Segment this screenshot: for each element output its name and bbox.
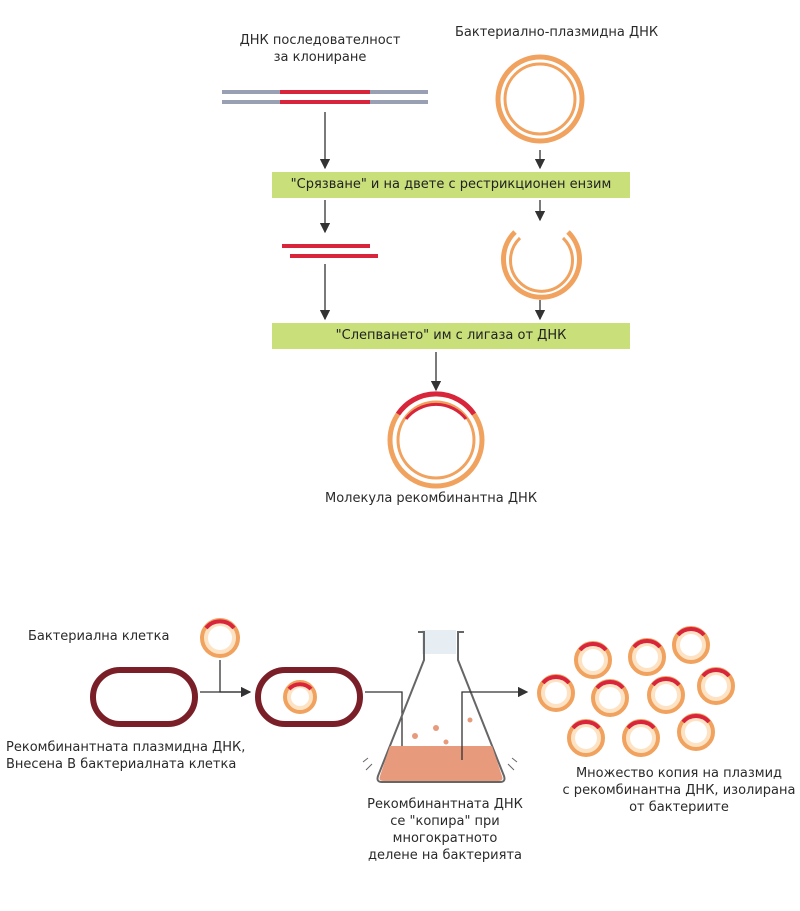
plasmid-copy	[672, 626, 710, 664]
plasmid-copies-label: Множество копия на плазмид с рекомбинант…	[562, 766, 796, 815]
step-ligate-bar: "Слепването" им с лигаза от ДНК	[272, 323, 630, 349]
cell-with-plasmid	[255, 667, 363, 727]
plasmid-copy	[647, 676, 685, 714]
culture-flask	[362, 630, 518, 783]
plasmid-copy	[697, 667, 735, 705]
dna-double-strand	[222, 90, 428, 104]
flask-copy-label: Рекомбинантната ДНК се "копира" при мног…	[367, 797, 523, 863]
bacterial-cell	[90, 667, 198, 727]
plasmid-copy	[677, 713, 715, 751]
dna-sequence-label: ДНК последователност за клониране	[239, 33, 401, 65]
recombinant-plasmid	[387, 391, 485, 489]
plasmid-copy	[622, 719, 660, 757]
plasmid-copy	[628, 638, 666, 676]
opened-plasmid	[501, 230, 582, 300]
plasmid-copy	[567, 719, 605, 757]
arrow-cell-to-flask	[365, 691, 408, 762]
plasmid-copies	[537, 626, 735, 757]
plasmid-ring	[495, 54, 585, 144]
plasmid-copy	[537, 674, 575, 712]
inserted-plasmid-label: Рекомбинантната плазмидна ДНК, Внесена В…	[6, 740, 246, 772]
plasmid-copy	[591, 679, 629, 717]
plasmid-dna-label: Бактериално-плазмидна ДНК	[455, 25, 659, 40]
dna-fragment	[282, 244, 378, 258]
arrow-flask-to-copies	[461, 686, 529, 760]
free-recombinant-plasmid	[200, 618, 240, 658]
bacterial-cell-label: Бактериална клетка	[28, 629, 170, 644]
arrow-plasmid-into-cell	[219, 660, 252, 698]
step-cut-bar: "Срязване" и на двете с рестрикционен ен…	[272, 172, 630, 198]
recombinant-dna-label: Молекула рекомбинантна ДНК	[325, 491, 538, 506]
plasmid-copy	[574, 641, 612, 679]
